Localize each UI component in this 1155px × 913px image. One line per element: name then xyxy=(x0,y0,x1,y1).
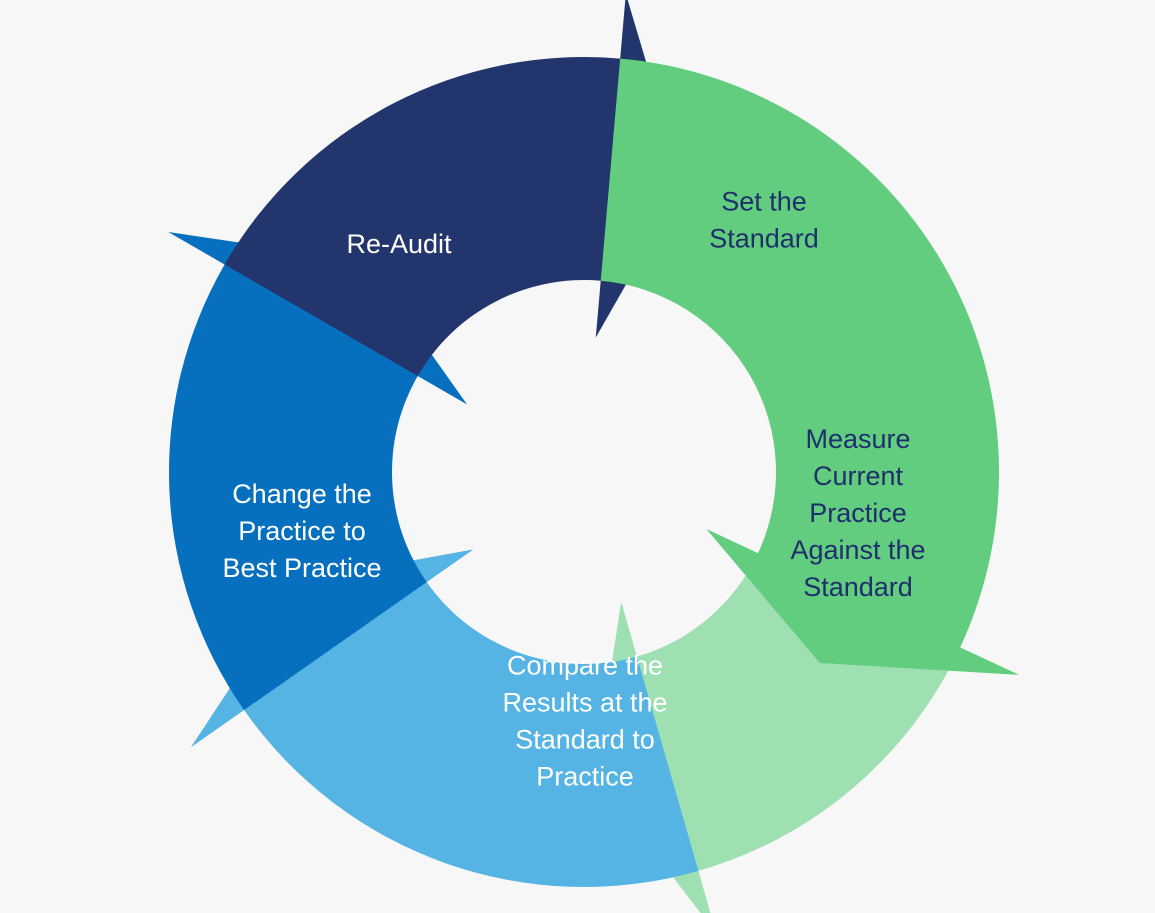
step-label-line: Measure xyxy=(805,424,910,454)
step-label-line: Best Practice xyxy=(222,553,381,583)
cycle-segments xyxy=(168,0,1020,913)
step-label-line: Compare the xyxy=(507,651,663,681)
step-label-line: Re-Audit xyxy=(346,229,452,259)
step-label-re-audit: Re-Audit xyxy=(346,229,452,259)
step-label-line: Standard xyxy=(803,572,913,602)
step-label-line: Results at the xyxy=(502,688,667,718)
step-label-line: Set the xyxy=(721,187,807,217)
arrow-segment-set-standard xyxy=(600,58,1020,675)
step-label-line: Standard to xyxy=(515,725,655,755)
step-label-line: Practice to xyxy=(238,516,366,546)
step-label-line: Change the xyxy=(232,479,372,509)
step-label-line: Against the xyxy=(790,535,925,565)
arrow-segment-re-audit xyxy=(224,0,683,376)
step-label-line: Standard xyxy=(709,224,819,254)
step-label-line: Current xyxy=(813,461,904,491)
step-label-line: Practice xyxy=(809,498,907,528)
step-label-line: Practice xyxy=(536,762,634,792)
